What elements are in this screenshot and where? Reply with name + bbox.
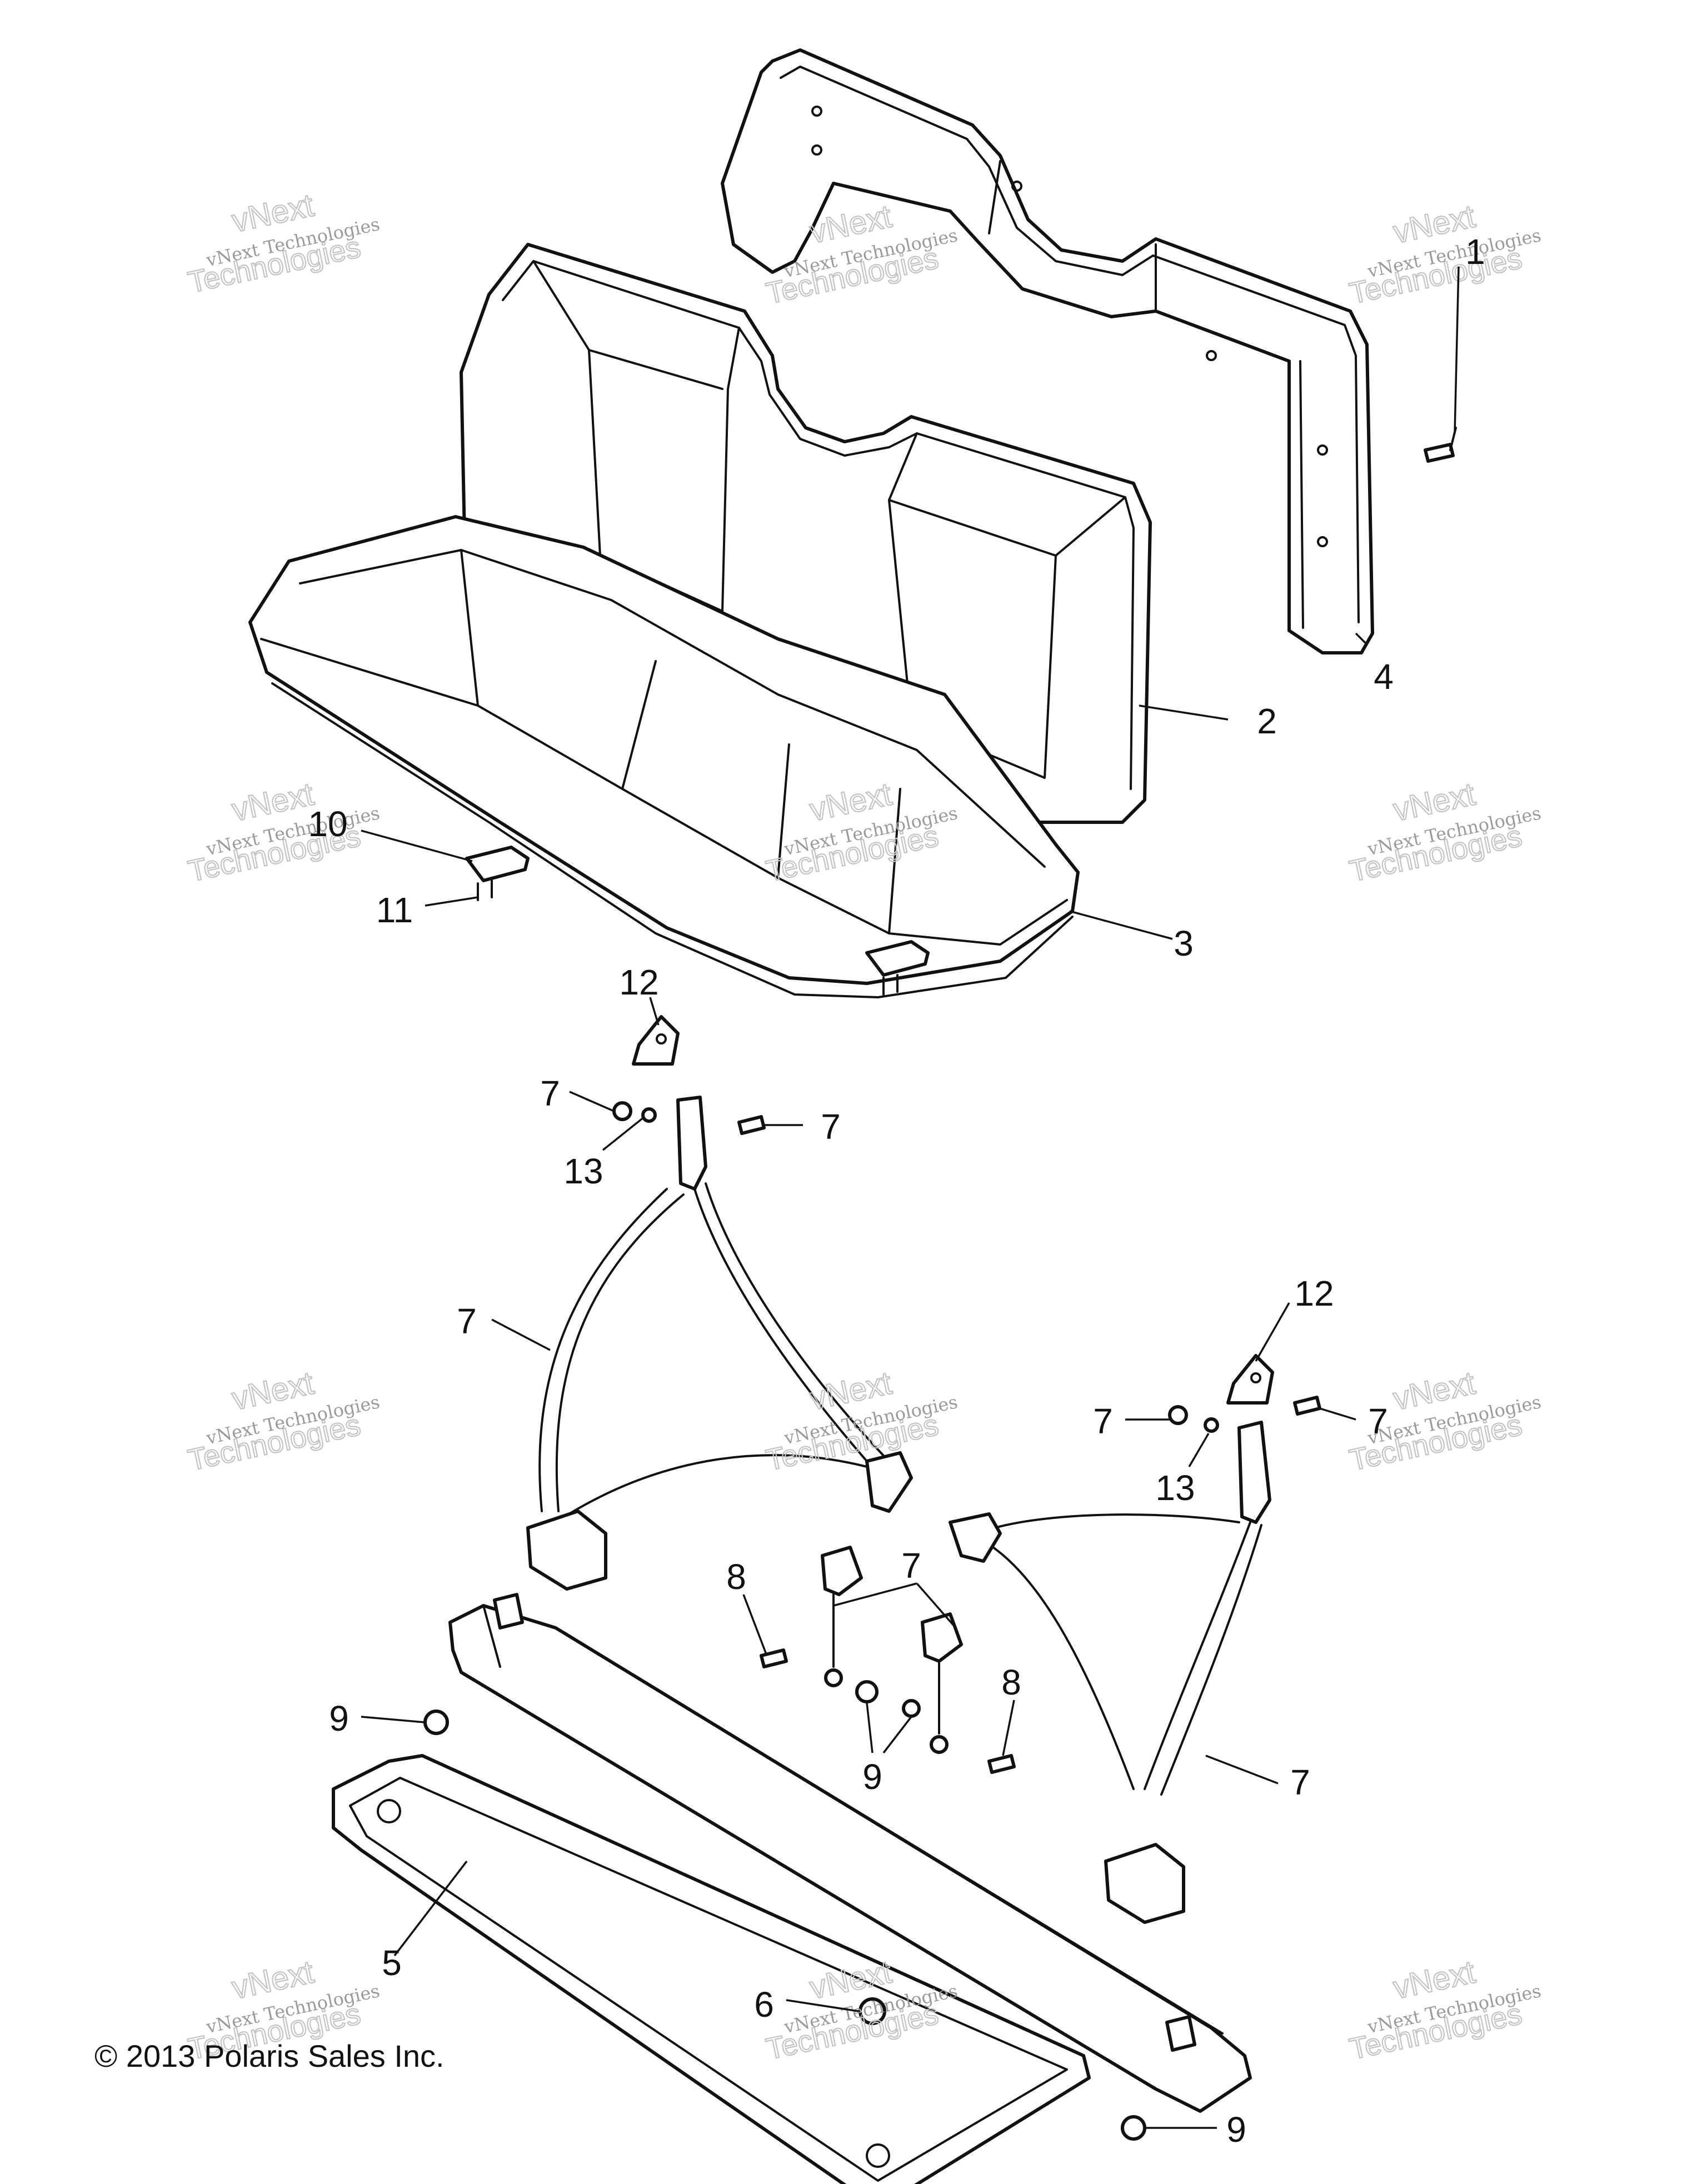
leader-lines [361,266,1460,2129]
seat-frame [332,1593,1252,2184]
callout-7-left-belt: 7 [457,1301,477,1341]
washer-left [423,1710,449,1735]
watermark-3: vNext Technologies vNext Technologies [1346,197,1543,311]
callout-labels: 1 2 3 4 5 6 7 7 7 7 7 7 7 8 8 9 9 9 10 1… [308,232,1485,2150]
callout-8-left: 8 [726,1557,746,1597]
washer-bottom [1121,2115,1146,2141]
callout-7-upper-right: 7 [821,1107,841,1147]
seat-back-panel [721,48,1374,654]
frame-nut [859,1997,886,2025]
watermark-1: vNext Technologies vNext Technologies [184,186,381,299]
callout-12-lower: 12 [1294,1273,1334,1313]
belt-anchor-plate-lower [1226,1354,1274,1405]
callout-7-upper-left: 7 [540,1073,560,1113]
callout-7-lower-left: 7 [1093,1401,1113,1441]
callout-10: 10 [308,804,347,844]
bolt-left [760,1648,788,1668]
callout-9-bottom: 9 [1226,2110,1246,2150]
seatbelt-left [526,1096,913,1591]
callout-7-lower-right: 7 [1368,1401,1388,1441]
watermark-8: vNext Technologies vNext Technologies [762,1364,959,1477]
callout-9-left: 9 [329,1698,349,1738]
callout-2: 2 [1257,701,1277,741]
callout-3: 3 [1174,923,1194,963]
callout-13-upper: 13 [563,1151,603,1191]
buckle-center-left [821,1546,863,1687]
callout-4: 4 [1374,657,1394,697]
watermark-9: vNext Technologies vNext Technologies [1346,1364,1543,1477]
cushion-bracket-left [465,846,530,901]
watermark-12: vNext Technologies vNext Technologies [1346,1953,1543,2066]
belt-anchor-plate-upper [632,1015,680,1066]
lower-fasteners [1168,1396,1321,1433]
callout-11: 11 [376,890,413,930]
callout-1: 1 [1465,232,1485,272]
seatbelt-right [949,1421,1271,1924]
push-pin [1424,427,1457,463]
cushion-bracket-right [865,940,930,996]
callout-13-lower: 13 [1155,1468,1195,1508]
callout-6: 6 [754,1985,774,2025]
buckle-center-right [921,1612,963,1754]
callout-9-center: 9 [862,1757,882,1797]
callout-8-right: 8 [1001,1662,1021,1702]
seat-cushion [248,515,1080,998]
callout-7-buckles: 7 [901,1546,921,1586]
bolt-right [987,1754,1016,1774]
watermark-6: vNext Technologies vNext Technologies [1346,775,1543,888]
upper-fasteners [612,1101,766,1135]
callout-5: 5 [382,1943,402,1983]
callout-12-upper: 12 [619,962,658,1002]
watermark-7: vNext Technologies vNext Technologies [184,1364,381,1477]
watermark-4: vNext Technologies vNext Technologies [184,775,381,888]
callout-7-right-belt: 7 [1290,1762,1310,1802]
copyright-text: © 2013 Polaris Sales Inc. [94,2038,445,2073]
nut-center [855,1680,879,1703]
washer-center [902,1699,921,1718]
